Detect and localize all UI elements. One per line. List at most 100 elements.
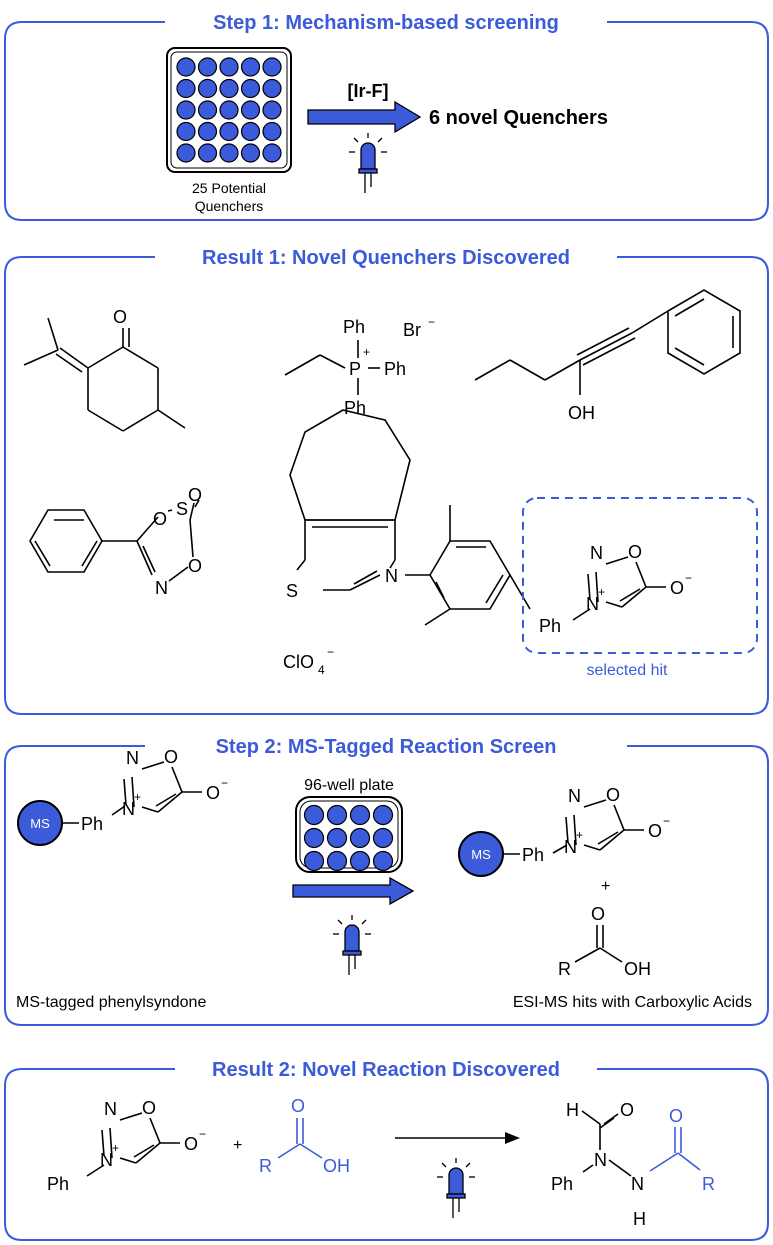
plate-96-well bbox=[326, 850, 348, 872]
plate-96-well bbox=[303, 827, 325, 849]
thiazolium-n: N bbox=[385, 566, 398, 586]
product-o-blue: O bbox=[669, 1106, 683, 1126]
step1-panel: Step 1: Mechanism-based screening 25 Pot… bbox=[4, 12, 769, 221]
plate-96-well bbox=[349, 804, 371, 826]
phos-ph-top: Ph bbox=[343, 317, 365, 337]
step1-frame bbox=[4, 21, 769, 221]
acid-r: R bbox=[558, 959, 571, 979]
plate-well bbox=[240, 100, 261, 120]
blue-acid-o: O bbox=[291, 1096, 305, 1116]
plate-96-well bbox=[349, 850, 371, 872]
product-h-bottom: H bbox=[633, 1209, 646, 1229]
oxathiazole-o2: O bbox=[188, 485, 202, 505]
phos-ph-right: Ph bbox=[384, 359, 406, 379]
r2-o-minus: O bbox=[184, 1134, 198, 1154]
left-plus: + bbox=[134, 790, 141, 804]
blue-acid-oh: OH bbox=[323, 1156, 350, 1176]
result1-frame bbox=[4, 256, 769, 715]
sel-n1: N bbox=[590, 543, 603, 563]
result2-frame bbox=[4, 1068, 769, 1241]
product-ph: Ph bbox=[551, 1174, 573, 1194]
plate-well bbox=[240, 78, 261, 99]
product-h-top: H bbox=[566, 1100, 579, 1120]
blue-acid-structure bbox=[277, 1118, 323, 1159]
pulegone-structure bbox=[23, 317, 186, 432]
r2-o1: O bbox=[142, 1098, 156, 1118]
result2-led-icon bbox=[436, 1157, 476, 1219]
step2-plus: + bbox=[601, 878, 610, 895]
plate-well bbox=[197, 143, 218, 163]
sel-ph: Ph bbox=[539, 616, 561, 636]
result2-plus: + bbox=[233, 1137, 242, 1154]
blue-acid-r: R bbox=[259, 1156, 272, 1176]
phos-br: Br bbox=[403, 320, 421, 340]
product-structure bbox=[581, 1110, 632, 1177]
plate-well bbox=[176, 121, 196, 142]
step2-panel: Step 2: MS-Tagged Reaction Screen MS MS … bbox=[4, 736, 769, 1026]
left-minus: − bbox=[221, 776, 228, 790]
plate-96-well bbox=[303, 850, 325, 872]
plate-well bbox=[262, 121, 282, 142]
plate-well bbox=[176, 78, 196, 99]
plate-well bbox=[197, 78, 218, 99]
left-o-minus: O bbox=[206, 783, 220, 803]
r2-minus: − bbox=[199, 1127, 206, 1141]
plate-well bbox=[219, 57, 239, 77]
plate-well bbox=[240, 121, 261, 142]
product-n2: N bbox=[631, 1174, 644, 1194]
thiazolium-s: S bbox=[286, 581, 298, 601]
syndone-left-structure bbox=[123, 761, 203, 813]
sel-n2: N bbox=[586, 594, 599, 614]
plate-96-label: 96-well plate bbox=[304, 777, 394, 794]
phos-br-minus: − bbox=[428, 315, 435, 329]
plate-well bbox=[219, 100, 239, 120]
plate-well bbox=[176, 57, 196, 77]
plate-well bbox=[176, 100, 196, 120]
step2-frame bbox=[4, 745, 769, 1026]
plate-well bbox=[262, 57, 282, 77]
well-plate-icon bbox=[166, 47, 292, 173]
plate-well bbox=[176, 143, 196, 163]
phos-ph-bottom: Ph bbox=[344, 398, 366, 418]
oxathiazole-structure bbox=[29, 499, 200, 582]
right-n2: N bbox=[564, 837, 577, 857]
result1-panel: Result 1: Novel Quenchers Discovered O bbox=[4, 247, 769, 715]
propargyl-alcohol-structure bbox=[474, 289, 741, 395]
plate-caption-line2: Quenchers bbox=[195, 198, 263, 214]
oxathiazole-s: S bbox=[176, 499, 188, 519]
phosphonium-structure bbox=[284, 340, 380, 395]
r2-ph: Ph bbox=[47, 1174, 69, 1194]
right-plus: + bbox=[576, 828, 583, 842]
step2-left-caption: MS-tagged phenylsyndone bbox=[16, 994, 206, 1011]
plate-96-well bbox=[372, 804, 394, 826]
plate-well bbox=[240, 57, 261, 77]
acid-oh: OH bbox=[624, 959, 651, 979]
plate-well bbox=[197, 57, 218, 77]
right-o-minus: O bbox=[648, 821, 662, 841]
selected-hit-box bbox=[522, 497, 758, 654]
left-n1: N bbox=[126, 748, 139, 768]
plate-well bbox=[262, 143, 282, 163]
step2-led-icon bbox=[332, 914, 372, 976]
step2-title: Step 2: MS-Tagged Reaction Screen bbox=[216, 736, 557, 758]
oxathiazole-o3: O bbox=[188, 556, 202, 576]
plate-well bbox=[197, 121, 218, 142]
right-ph: Ph bbox=[522, 845, 544, 865]
plate-well bbox=[262, 100, 282, 120]
carboxylic-acid-structure bbox=[574, 925, 623, 963]
step2-right-caption: ESI-MS hits with Carboxylic Acids bbox=[513, 994, 752, 1011]
right-n1: N bbox=[568, 786, 581, 806]
plate-well bbox=[197, 100, 218, 120]
plate-well bbox=[262, 78, 282, 99]
oxathiazole-o1: O bbox=[153, 509, 167, 529]
perchlorate-minus: − bbox=[327, 645, 334, 659]
product-o-top: O bbox=[620, 1100, 634, 1120]
propargyl-oh: OH bbox=[568, 403, 595, 423]
product-acyl bbox=[649, 1127, 701, 1172]
sel-minus: − bbox=[685, 571, 692, 585]
r2-n2: N bbox=[100, 1150, 113, 1170]
plate-96-well bbox=[372, 850, 394, 872]
left-n2: N bbox=[122, 799, 135, 819]
left-ph-label: Ph bbox=[81, 814, 103, 834]
